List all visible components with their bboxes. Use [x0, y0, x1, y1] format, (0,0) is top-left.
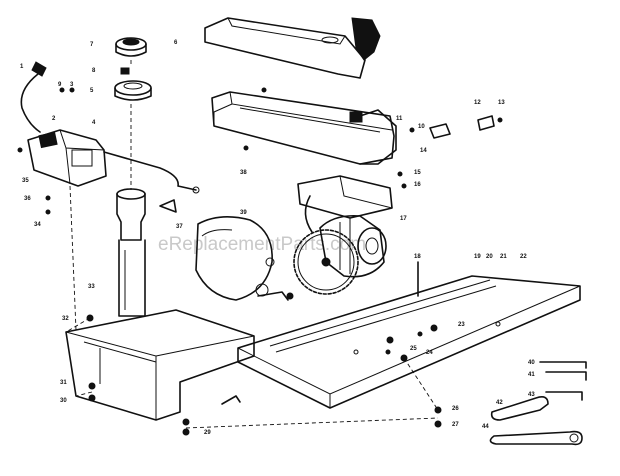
hex-wrenches	[539, 361, 587, 401]
callout-9: 9	[58, 82, 62, 88]
callout-22: 22	[520, 254, 527, 260]
hub-nut	[120, 67, 130, 75]
saw-blade	[293, 229, 359, 295]
callout-38: 38	[240, 170, 247, 176]
leader-lines	[65, 60, 439, 429]
callout-30: 30	[60, 398, 67, 404]
callout-33: 33	[88, 284, 95, 290]
callout-24: 24	[426, 350, 433, 356]
table-board	[237, 275, 581, 409]
callout-35: 35	[22, 178, 29, 184]
callout-40: 40	[528, 360, 535, 366]
callout-17: 17	[400, 216, 407, 222]
callout-10: 10	[418, 124, 425, 130]
yoke	[297, 175, 393, 233]
cable	[103, 151, 200, 194]
elevation-knob	[115, 37, 147, 57]
callout-29: 29	[204, 430, 211, 436]
callout-32: 32	[62, 316, 69, 322]
switch-box	[27, 129, 107, 187]
callout-23: 23	[458, 322, 465, 328]
callout-25: 25	[410, 346, 417, 352]
callout-37: 37	[176, 224, 183, 230]
arm-hardware	[397, 115, 503, 189]
callout-19: 19	[474, 254, 481, 260]
callout-1: 1	[20, 64, 24, 70]
callout-18: 18	[414, 254, 421, 260]
callout-43: 43	[528, 392, 535, 398]
arm-cover	[204, 17, 381, 79]
callout-3: 3	[70, 82, 74, 88]
misc-clamps	[17, 87, 267, 215]
callout-labels: 1 2 3 4 5 6 7 8 9 10 11 12 13 14 15 16 1…	[20, 40, 535, 436]
callout-15: 15	[414, 170, 421, 176]
base-frame	[65, 309, 255, 421]
column	[116, 188, 146, 317]
callout-42: 42	[496, 400, 503, 406]
radial-arm	[211, 91, 397, 165]
power-cord	[20, 61, 47, 133]
column-cap	[114, 80, 152, 101]
callout-5: 5	[90, 88, 94, 94]
callout-41: 41	[528, 372, 535, 378]
callout-27: 27	[452, 422, 459, 428]
callout-21: 21	[500, 254, 507, 260]
callout-44: 44	[482, 424, 489, 430]
callout-36: 36	[24, 196, 31, 202]
callout-31: 31	[60, 380, 67, 386]
callout-2: 2	[52, 116, 56, 122]
blade-guard	[195, 216, 294, 301]
callout-12: 12	[474, 100, 481, 106]
callout-34: 34	[34, 222, 41, 228]
callout-4: 4	[92, 120, 96, 126]
callout-8: 8	[92, 68, 96, 74]
spanner-wrenches	[489, 396, 583, 446]
callout-39: 39	[240, 210, 247, 216]
table-hardware	[86, 261, 442, 436]
callout-7: 7	[90, 42, 94, 48]
callout-6: 6	[174, 40, 178, 46]
callout-20: 20	[486, 254, 493, 260]
watermark: eReplacementParts.com	[158, 234, 366, 255]
callout-11: 11	[396, 116, 403, 122]
callout-14: 14	[420, 148, 427, 154]
callout-26: 26	[452, 406, 459, 412]
callout-16: 16	[414, 182, 421, 188]
callout-13: 13	[498, 100, 505, 106]
